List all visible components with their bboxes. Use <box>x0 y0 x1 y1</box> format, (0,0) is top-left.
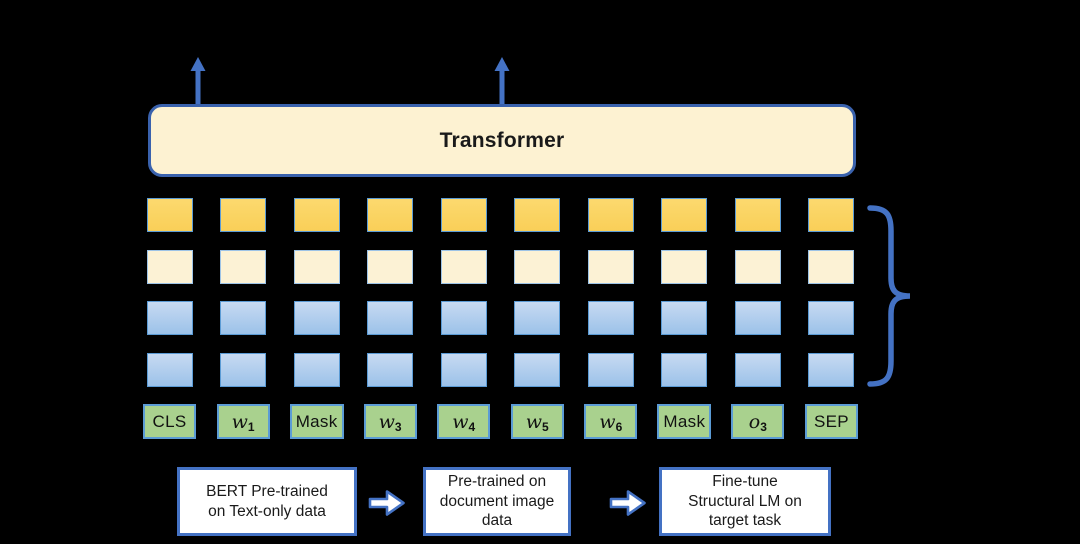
embedding-cell-gold <box>514 198 561 232</box>
flow-step-doc-image-pretrain: Pre-trained on document image data <box>423 467 571 536</box>
embedding-cell-blue <box>587 301 634 335</box>
token-column: Mask <box>657 198 712 439</box>
embedding-cell-blue <box>367 352 414 387</box>
embedding-cell-blue <box>293 301 340 335</box>
embedding-cell-blue <box>808 301 855 335</box>
embedding-cell-blue <box>440 352 487 387</box>
embedding-cell-cream <box>220 249 267 284</box>
embedding-cell-gold <box>661 198 708 232</box>
embedding-cell-blue <box>514 301 561 335</box>
token-column: CLS <box>143 198 196 439</box>
embedding-cell-gold <box>734 198 781 232</box>
embedding-cell-gold <box>220 198 267 232</box>
token-label-sep: SEP <box>804 404 858 439</box>
transformer-box: Transformer <box>148 104 856 177</box>
embedding-cell-cream <box>661 249 708 284</box>
embedding-cell-blue <box>440 301 487 335</box>
embedding-cell-blue <box>587 352 634 387</box>
embedding-cell-blue <box>661 301 708 335</box>
embedding-cell-blue <box>367 301 414 335</box>
right-curly-brace <box>867 205 911 387</box>
embedding-cell-cream <box>808 249 855 284</box>
embedding-cell-blue <box>734 352 781 387</box>
embedding-cell-gold <box>146 198 193 232</box>
output-arrow-right <box>494 57 510 104</box>
embedding-cell-gold <box>587 198 634 232</box>
embedding-cell-blue <box>808 352 855 387</box>
embedding-cell-gold <box>808 198 855 232</box>
token-column: Mask <box>289 198 344 439</box>
embedding-cell-blue <box>146 352 193 387</box>
embedding-cell-cream <box>514 249 561 284</box>
token-label-mask2: Mask <box>657 404 712 439</box>
embedding-cell-blue <box>146 301 193 335</box>
token-column: SEP <box>804 198 858 439</box>
embedding-cell-blue <box>220 352 267 387</box>
embedding-cell-gold <box>293 198 340 232</box>
token-label-mask: Mask <box>289 404 344 439</box>
flow-step-bert-pretrain: BERT Pre-trained on Text-only data <box>177 467 357 536</box>
flow-arrow-icon <box>609 490 646 516</box>
embedding-cell-cream <box>367 249 414 284</box>
embedding-cell-blue <box>293 352 340 387</box>
embedding-cell-blue <box>734 301 781 335</box>
flow-arrow-icon <box>368 490 405 516</box>
embedding-cell-gold <box>367 198 414 232</box>
embedding-cell-cream <box>587 249 634 284</box>
embedding-cell-blue <box>220 301 267 335</box>
flow-step-finetune: Fine-tune Structural LM on target task <box>659 467 831 536</box>
transformer-label: Transformer <box>439 128 565 152</box>
embedding-cell-cream <box>734 249 781 284</box>
embedding-cell-blue <box>661 352 708 387</box>
embedding-cell-cream <box>146 249 193 284</box>
embedding-cell-gold <box>440 198 487 232</box>
embedding-cell-cream <box>440 249 487 284</box>
token-label-cls: CLS <box>143 404 196 439</box>
embedding-cell-blue <box>514 352 561 387</box>
output-arrow-left <box>190 57 206 104</box>
embedding-cell-cream <box>293 249 340 284</box>
